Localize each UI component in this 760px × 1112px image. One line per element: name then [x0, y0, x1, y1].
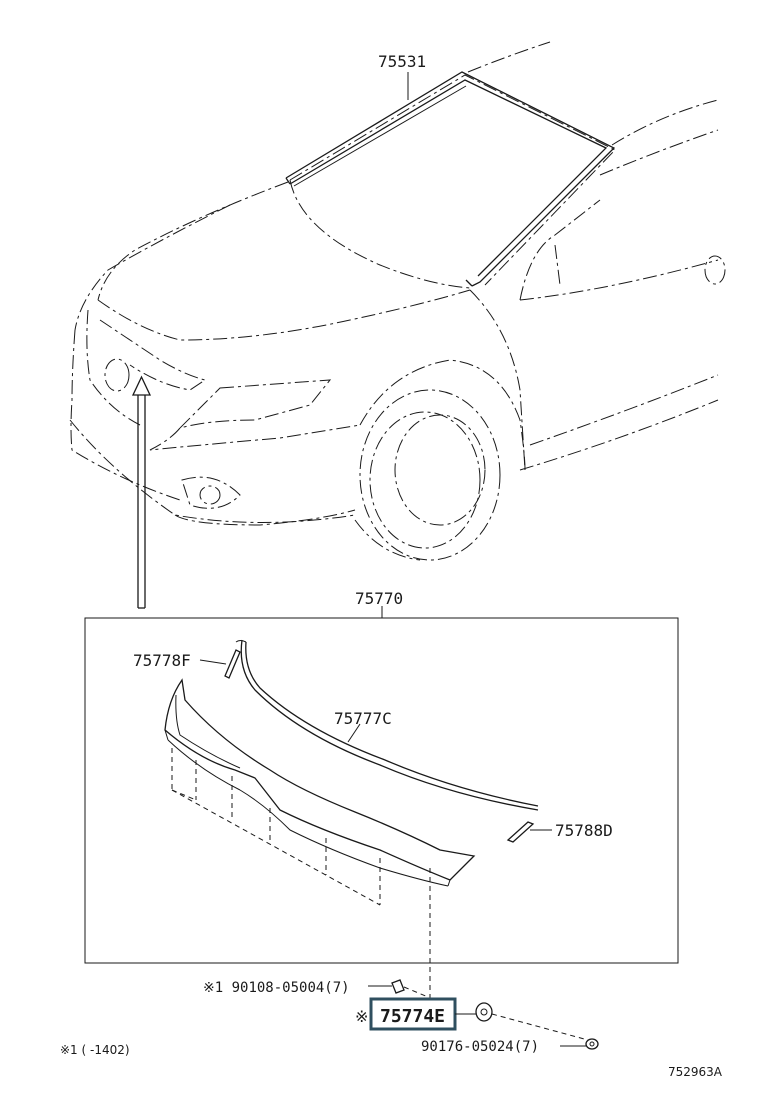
leader-75777c — [347, 723, 361, 743]
footnote: ※1 ( -1402) — [60, 1043, 130, 1057]
label-75531: 75531 — [378, 52, 426, 71]
screw-90108 — [368, 979, 429, 998]
nut-90176 — [560, 1038, 599, 1050]
label-75778f: 75778F — [133, 651, 191, 670]
clip-75778f — [224, 649, 241, 679]
grille-garnish-75774e — [164, 678, 476, 906]
hood-molding-75777c — [235, 639, 539, 811]
label-75774e-mark: ※ — [355, 1007, 368, 1026]
leader-75778f — [199, 659, 227, 665]
car-illustration — [69, 41, 726, 561]
clip-75788d — [506, 821, 535, 843]
label-90176: 90176-05024(7) — [421, 1039, 539, 1055]
clip-washer — [455, 1002, 589, 1041]
label-75788d: 75788D — [555, 821, 613, 840]
windshield-molding — [285, 71, 616, 287]
label-75777c: 75777C — [334, 709, 392, 728]
label-75770: 75770 — [355, 589, 403, 608]
label-90108: ※1 90108-05004(7) — [203, 980, 350, 996]
label-75774e: 75774E — [380, 1006, 445, 1027]
diagram-id: 752963A — [668, 1065, 723, 1079]
arrow-to-grille — [131, 375, 152, 609]
